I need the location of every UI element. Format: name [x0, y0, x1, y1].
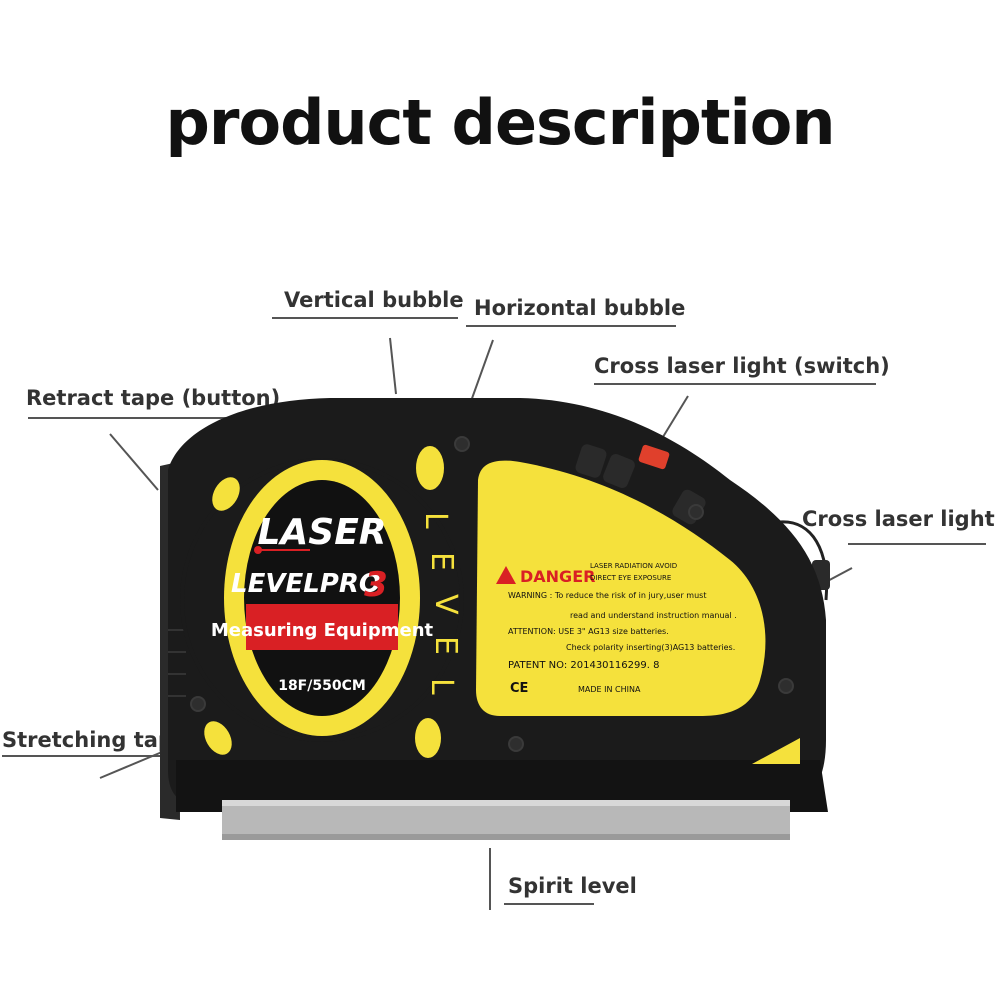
screws: [190, 436, 794, 752]
warning-line2: read and understand instruction manual .: [570, 611, 737, 620]
attention-line1: ATTENTION: USE 3" AG13 size batteries.: [508, 627, 669, 636]
device-base: [176, 760, 828, 812]
warning-line1: WARNING : To reduce the risk of in jury,…: [508, 591, 706, 600]
label-spirit-level: Spirit level: [508, 874, 637, 898]
brand-line2: LEVELPRO: [231, 569, 381, 599]
brand-disc: [244, 480, 400, 716]
laser-switch: [638, 444, 670, 470]
grip-ridges: [168, 629, 186, 697]
leader-horizontal-bubble: [469, 339, 494, 405]
patent-line: PATENT NO: 201430116299. 8: [508, 660, 659, 671]
leader-vertical-bubble: [389, 337, 397, 395]
ce-mark: CE: [510, 681, 528, 696]
spirit-level-highlight: [222, 800, 790, 806]
laser-level-device: LASER LEVELPRO 3 Measuring Equipment 18F…: [160, 398, 830, 840]
danger-title: DANGER: [520, 567, 595, 586]
spirit-level-bar: [222, 800, 790, 840]
vertical-bubble-vial: [416, 446, 444, 490]
lower-left-vial: [204, 721, 232, 755]
level-letter-1: L: [418, 512, 453, 529]
device-subtitle: Measuring Equipment: [211, 620, 434, 641]
model-number: 3: [364, 565, 388, 605]
label-cross-laser-switch: Cross laser light (switch): [594, 354, 890, 378]
warning-triangle-icon: [496, 566, 516, 584]
info-panel: [476, 460, 766, 716]
label-retract-tape: Retract tape (button): [26, 386, 281, 410]
spirit-level-shade: [222, 834, 790, 840]
lower-vial: [415, 718, 441, 758]
device-size: 18F/550CM: [278, 678, 366, 694]
danger-sub1: LASER RADIATION AVOID: [590, 562, 677, 570]
leader-retract-tape: [109, 433, 159, 491]
laser-dot: [254, 546, 262, 554]
attention-line2: Check polarity inserting(3)AG13 batterie…: [566, 643, 735, 652]
level-letter-3: V: [428, 594, 463, 615]
made-in: MADE IN CHINA: [578, 685, 641, 694]
level-letter-2: E: [424, 552, 459, 571]
label-cross-laser-light: Cross laser light: [802, 507, 995, 531]
brand-line1: LASER: [257, 512, 386, 553]
level-letter-4: E: [428, 636, 463, 655]
corner-triangle: [752, 738, 800, 764]
danger-sub2: DIRECT EYE EXPOSURE: [590, 574, 671, 582]
label-horizontal-bubble: Horizontal bubble: [474, 296, 686, 320]
label-stretching-tape: Stretching tape: [2, 728, 188, 752]
leader-stretching-tape: [99, 751, 163, 779]
upper-left-vial: [212, 477, 240, 511]
label-vertical-bubble: Vertical bubble: [284, 288, 464, 312]
level-letter-5: L: [424, 678, 459, 695]
page-title: product description: [165, 86, 836, 159]
callout-lines: [2, 317, 986, 910]
red-band: [246, 604, 398, 650]
level-letters: L E V E L: [418, 512, 463, 695]
